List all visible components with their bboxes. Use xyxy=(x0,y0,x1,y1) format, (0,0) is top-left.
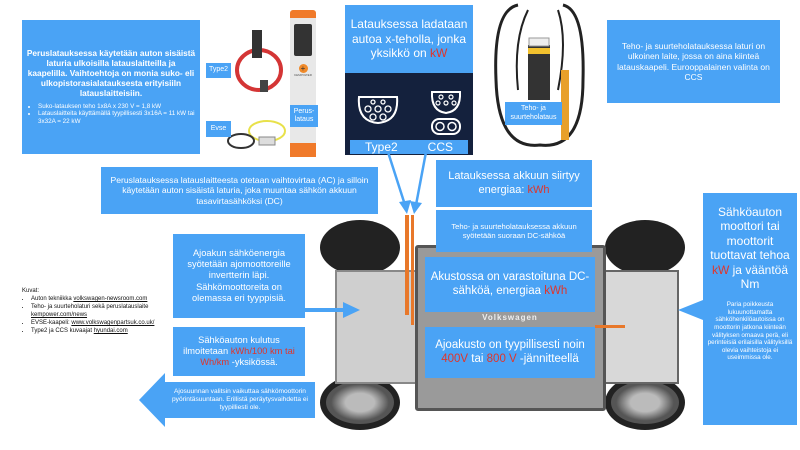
evse-cable-image xyxy=(227,120,286,149)
voltage-800: 800 V xyxy=(486,352,517,365)
basic-charger-image: + KEMPOWER xyxy=(290,10,316,157)
credit-link[interactable]: volkswagen-newsroom.com xyxy=(73,296,148,303)
plus-icon: + xyxy=(298,64,308,73)
motor-suffix: ja vääntöä Nm xyxy=(732,262,789,291)
voltage-box: Ajoakusto on tyypillisesti noin 400V tai… xyxy=(425,327,595,378)
consumption-unit: kWh/100 km tai Wh/km xyxy=(200,345,295,368)
connector-panel: Type2 CCS xyxy=(345,73,473,155)
battery-brand: Volkswagen xyxy=(482,313,538,322)
energy-box: Latauksessa akkuun siirtyy energiaa: kWh xyxy=(436,160,592,207)
inverter-text: Ajoakun sähköenergia syötetään ajomootto… xyxy=(187,248,291,303)
credit-text: Type2 ja CCS kuvaajat xyxy=(31,328,94,335)
type2-cable-image xyxy=(235,30,283,92)
credit-text: EVSE-kaapeli: xyxy=(31,320,72,327)
motor-text: Sähköauton moottori tai moottorit tuotta… xyxy=(710,205,790,263)
ccs-connector-label: CCS xyxy=(427,140,453,154)
energy-text: Latauksessa akkuun siirtyy energiaa: xyxy=(448,170,580,196)
bullet: Suko-latauksen teho 1x8A x 230 V = 1,8 k… xyxy=(38,103,196,111)
external-charger-text: Teho- ja suurteholatauksessa laturi on u… xyxy=(617,41,770,82)
type2-connector-icon xyxy=(357,96,399,125)
connector-arrows xyxy=(386,151,428,214)
credit-text: Auton tekniikka xyxy=(31,296,74,303)
motor-box: Sähköauton moottori tai moottorit tuotta… xyxy=(703,193,797,425)
fast-charger-image xyxy=(494,3,585,147)
voltage-suffix: -jännitteellä xyxy=(519,352,579,365)
type2-label: Type2 xyxy=(206,63,231,78)
inverter-arrow xyxy=(305,302,360,318)
dc-charging-box: Teho- ja suurteholatauksessa akkuun syöt… xyxy=(436,210,592,252)
consumption-box: Sähköauton kulutus ilmoitetaan kWh/100 k… xyxy=(173,327,305,376)
basic-charging-box: Peruslatauksessa käytetään auton sisäist… xyxy=(22,20,200,154)
credits-title: Kuvat: xyxy=(22,288,40,294)
ac-charging-box: Peruslatauksessa latauslaitteesta otetaa… xyxy=(101,167,378,214)
basic-charging-label: Perus-lataus xyxy=(290,105,318,127)
motor-kw-unit: kW xyxy=(711,262,730,277)
credit-link[interactable]: hyundai.com xyxy=(93,328,128,335)
type2-connector-label: Type2 xyxy=(364,140,398,154)
image-credits: Kuvat: Auton tekniikka volkswagen-newsro… xyxy=(22,287,161,336)
voltage-text: Ajoakusto on tyypillisesti noin xyxy=(435,338,585,351)
consumption-suffix: -yksikössä. xyxy=(231,357,278,368)
battery-kwh-unit: kWh xyxy=(544,284,568,297)
consumption-text: Sähköauton kulutus ilmoitetaan xyxy=(183,334,280,356)
external-charger-box: Teho- ja suurteholatauksessa laturi on u… xyxy=(607,20,780,103)
charging-power-box: Latauksessa ladataan autoa x-teholla, jo… xyxy=(345,5,473,73)
voltage-400: 400V xyxy=(441,352,469,365)
credit-link[interactable]: kempower.com/news xyxy=(31,312,88,319)
basic-charging-text: Peruslatauksessa käytetään auton sisäist… xyxy=(26,47,196,98)
credit-link[interactable]: www.volkswagenpartsuk.co.uk/ xyxy=(71,320,155,327)
ac-charging-text: Peruslatauksessa latauslaitteesta otetaa… xyxy=(110,175,369,206)
inverter-box: Ajoakun sähköenergia syötetään ajomootto… xyxy=(173,234,305,318)
bullet: Latauslaitteita käyttämällä tyypillisest… xyxy=(38,110,196,125)
dc-charging-text: Teho- ja suurteholatauksessa akkuun syöt… xyxy=(451,221,577,240)
fast-charging-label: Teho- ja suurteholataus xyxy=(505,102,562,125)
credit-text: Teho- ja suurteholaturi sekä peruslataus… xyxy=(31,304,149,311)
ccs-connector-icon xyxy=(430,91,462,135)
charging-power-text: Latauksessa ladataan autoa x-teholla, jo… xyxy=(350,17,468,61)
kw-unit: kW xyxy=(430,46,448,61)
evse-label: Evse xyxy=(206,121,231,137)
battery-box: Akustossa on varastoituna DC-sähköä, ene… xyxy=(425,257,595,312)
kwh-unit: kWh xyxy=(527,183,550,196)
direction-text: Ajosuunnan valitsin vaikuttaa sähkömoott… xyxy=(172,388,308,411)
voltage-or: tai xyxy=(471,352,484,365)
direction-arrow: Ajosuunnan valitsin vaikuttaa sähkömoott… xyxy=(139,373,315,427)
charger-brand: KEMPOWER xyxy=(294,73,312,77)
motor-note: Paria poikkeusta lukuunottamatta sähköhe… xyxy=(707,301,793,362)
battery-text: Akustossa on varastoituna DC-sähköä, ene… xyxy=(430,270,590,297)
motor-arrow xyxy=(678,300,703,320)
